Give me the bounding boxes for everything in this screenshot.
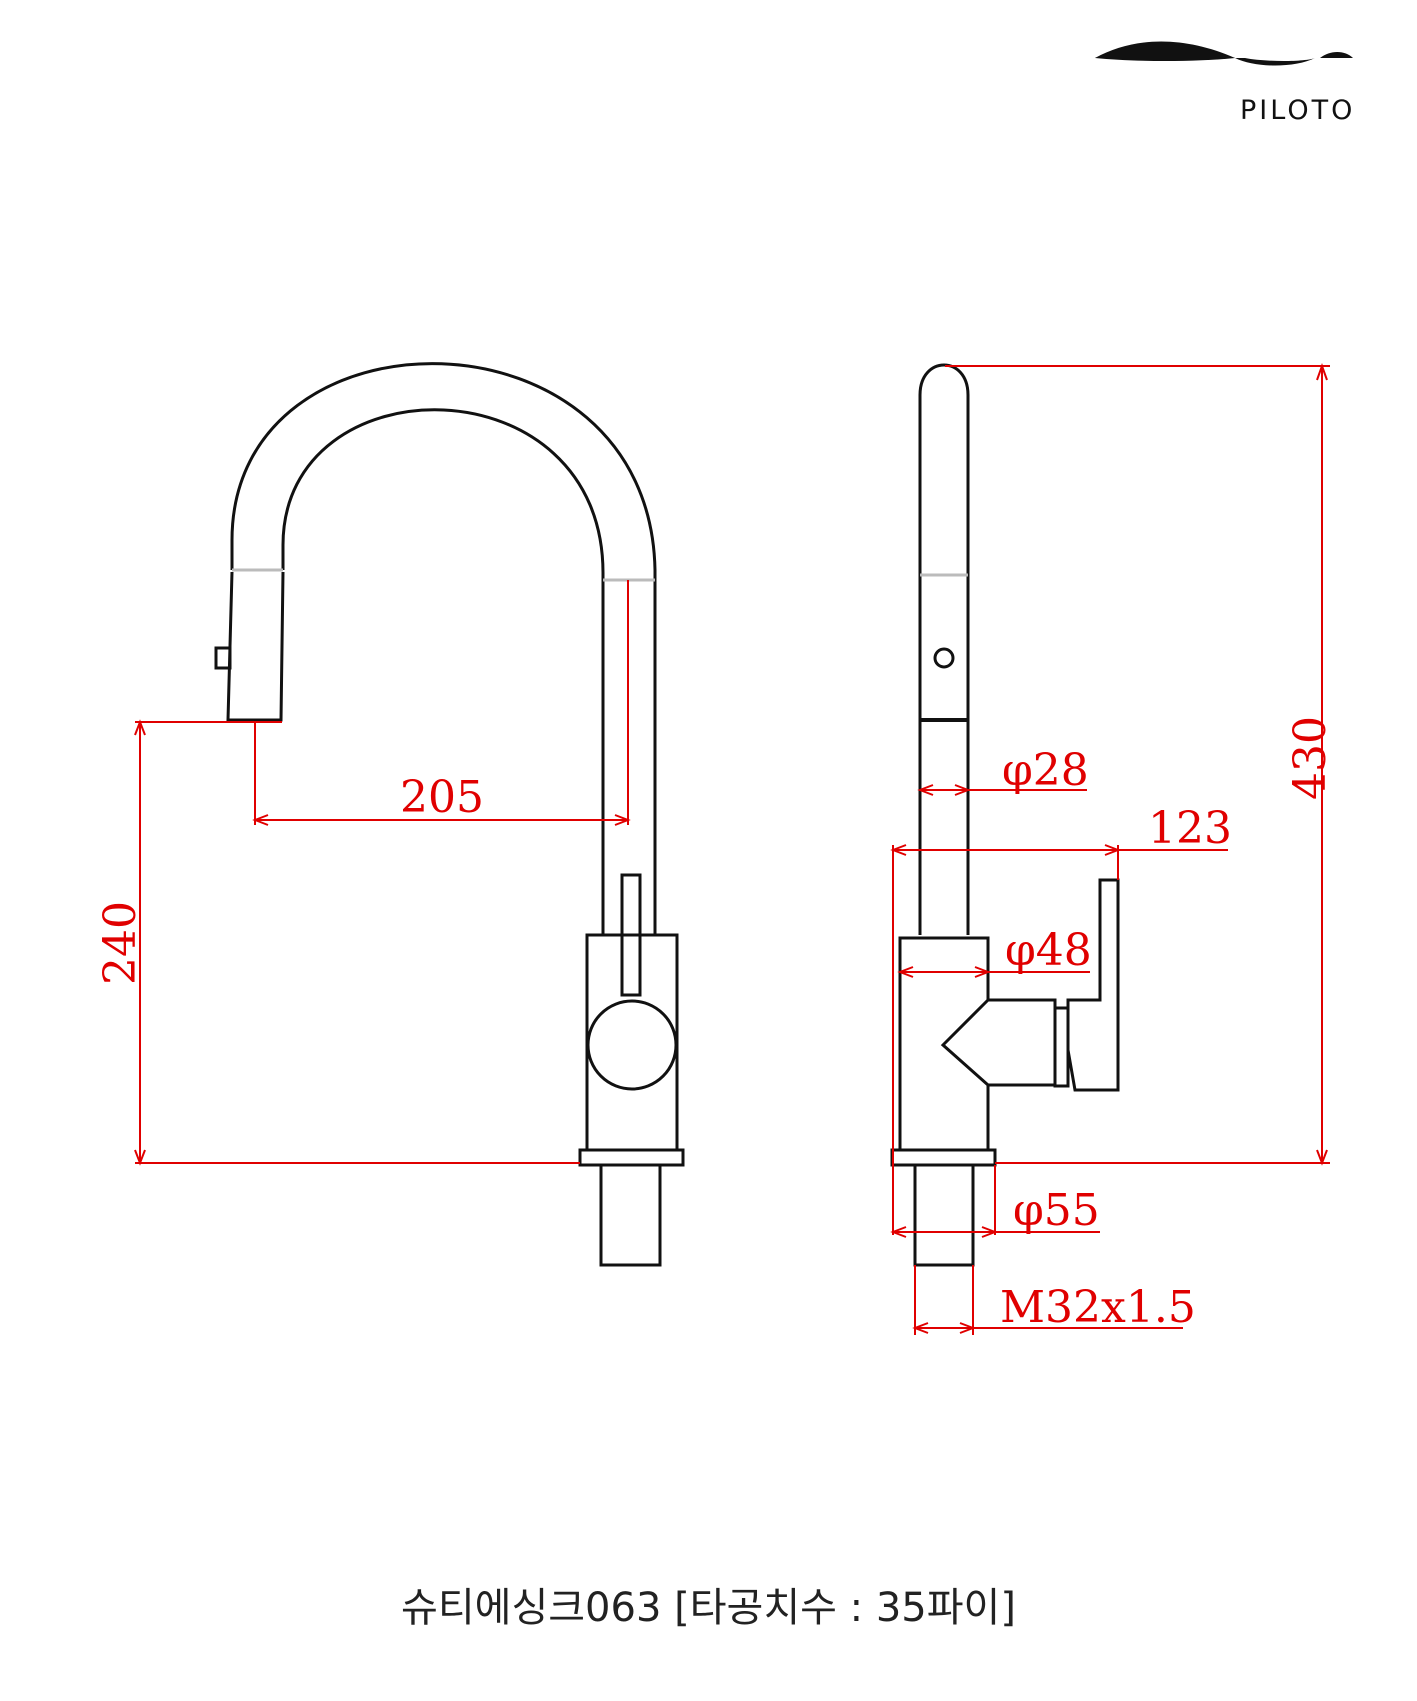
spout-reach-label: 205: [400, 772, 484, 823]
thread-label: M32x1.5: [1000, 1282, 1196, 1333]
side-view-dimensions: [890, 363, 1330, 1335]
brand-name: PILOTO: [1240, 95, 1356, 126]
body-diameter-label: φ48: [1005, 925, 1092, 976]
front-view-dimensions: [134, 580, 631, 1166]
product-caption: 슈티에싱크063 [타공치수 : 35파이]: [401, 1585, 1016, 1631]
base-diameter-label: φ55: [1013, 1185, 1100, 1236]
tube-diameter-label: φ28: [1002, 745, 1089, 796]
side-view-faucet: [890, 363, 1120, 1267]
spout-height-label: 240: [95, 901, 146, 985]
body-depth-label: 123: [1148, 803, 1232, 854]
total-height-label: 430: [1285, 716, 1336, 800]
wave-logo-icon: [1095, 41, 1353, 66]
